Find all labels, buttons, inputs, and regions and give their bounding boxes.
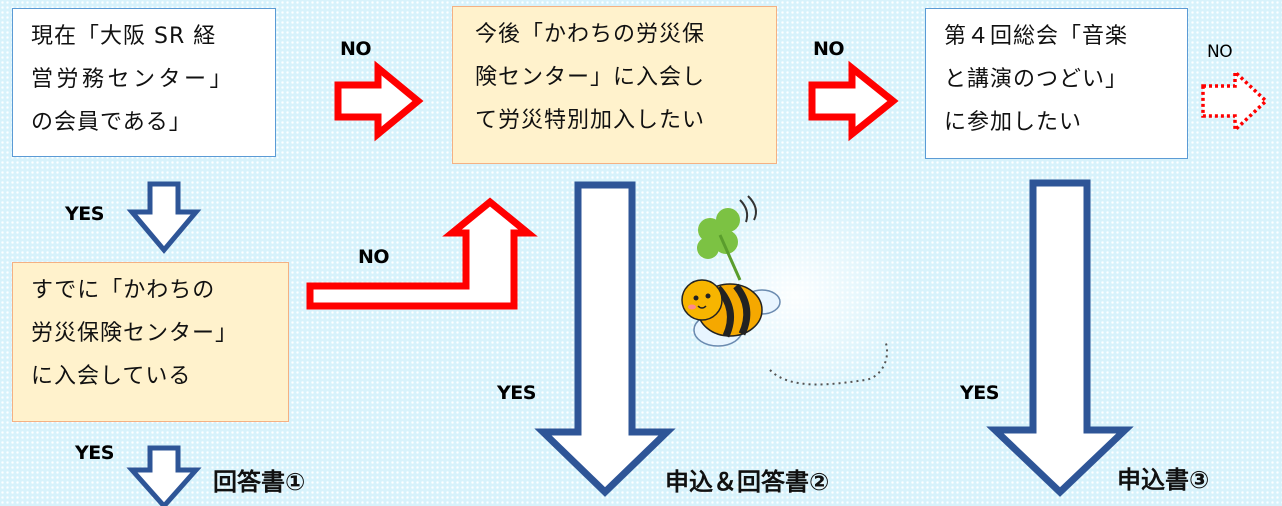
yes-label: YES xyxy=(497,382,536,404)
box-line: 労災保険センター」 xyxy=(31,321,239,346)
form-label-3: 申込書③ xyxy=(1117,466,1210,494)
box-current-member: 現在「大阪 SR 経 営労務センター」 の会員である」 xyxy=(12,8,276,157)
form-label-2: 申込＆回答書② xyxy=(665,468,830,496)
box-line: すでに「かわちの xyxy=(31,278,216,303)
box-line: 険センター」に入会し xyxy=(475,65,706,90)
no-arrow-right-2 xyxy=(808,60,899,142)
box-line: と講演のつどい」 xyxy=(944,67,1129,92)
bee-clover-illustration xyxy=(680,190,910,400)
box-join-future: 今後「かわちの労災保 険センター」に入会し て労災特別加入したい xyxy=(452,6,777,164)
box-line: て労災特別加入したい xyxy=(475,108,706,133)
clover-icon xyxy=(697,208,742,281)
yes-arrow-down-4 xyxy=(986,179,1134,497)
form-label-1: 回答書① xyxy=(213,468,306,496)
yes-arrow-down-1 xyxy=(126,181,202,254)
box-line: 第４回総会「音楽 xyxy=(944,24,1129,49)
no-arrow-right-1 xyxy=(334,60,424,142)
box-line: に入会している xyxy=(31,364,192,389)
box-line: の会員である」 xyxy=(31,110,192,135)
box-line: 今後「かわちの労災保 xyxy=(475,22,706,47)
yes-arrow-down-2 xyxy=(126,445,202,506)
no-label-small: NO xyxy=(1207,42,1233,62)
no-arrow-right-dotted xyxy=(1201,67,1269,135)
box-line: 営労務センター」 xyxy=(31,67,236,92)
box-line: に参加したい xyxy=(944,110,1083,135)
yes-arrow-down-3 xyxy=(534,181,676,497)
yes-label: YES xyxy=(960,382,999,404)
no-arrow-bent-up xyxy=(306,197,538,310)
yes-label: YES xyxy=(65,203,104,225)
bee-icon xyxy=(681,279,763,338)
no-label: NO xyxy=(813,38,845,60)
no-label: NO xyxy=(340,38,372,60)
no-label: NO xyxy=(358,246,390,268)
box-general-meeting: 第４回総会「音楽 と講演のつどい」 に参加したい xyxy=(925,8,1188,159)
yes-label: YES xyxy=(75,442,114,464)
box-already-member: すでに「かわちの 労災保険センター」 に入会している xyxy=(12,262,289,422)
box-line: 現在「大阪 SR 経 xyxy=(31,24,217,49)
